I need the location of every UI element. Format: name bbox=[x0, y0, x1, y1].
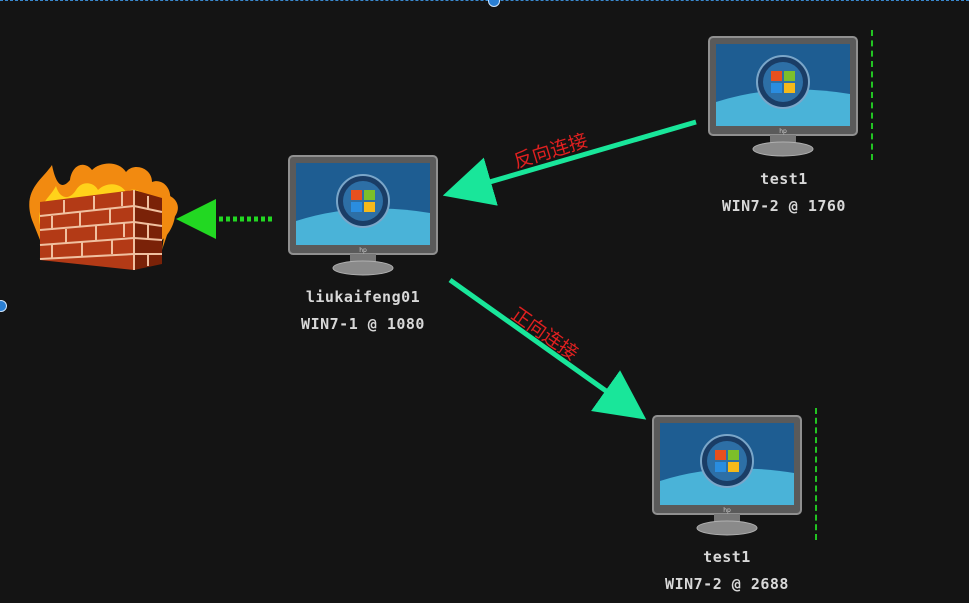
edge-reverse-connection[interactable] bbox=[442, 119, 697, 206]
session-caption-3: test1 WIN7-2 @ 2688 bbox=[617, 548, 837, 593]
session-node-test1-2688[interactable]: hp bbox=[652, 415, 802, 537]
pivot-divider bbox=[871, 30, 873, 160]
svg-text:hp: hp bbox=[723, 507, 731, 514]
svg-text:hp: hp bbox=[779, 128, 787, 135]
session-host: WIN7-2 @ 2688 bbox=[665, 575, 789, 593]
svg-text:hp: hp bbox=[359, 247, 367, 254]
canvas-top-border bbox=[0, 0, 969, 3]
firewall-icon[interactable] bbox=[22, 160, 182, 280]
windows7-monitor-icon: hp bbox=[288, 155, 438, 276]
session-user: test1 bbox=[703, 548, 751, 566]
windows7-monitor-icon: hp bbox=[708, 36, 858, 157]
session-caption-2: test1 WIN7-2 @ 1760 bbox=[674, 170, 894, 215]
session-host: WIN7-2 @ 1760 bbox=[722, 197, 846, 215]
session-host: WIN7-1 @ 1080 bbox=[301, 315, 425, 333]
pivot-divider bbox=[815, 408, 817, 540]
windows7-monitor-icon: hp bbox=[652, 415, 802, 536]
session-user: test1 bbox=[760, 170, 808, 188]
edge-forward-connection[interactable] bbox=[448, 277, 647, 420]
session-node-liukaifeng01[interactable]: hp bbox=[288, 155, 438, 277]
session-caption-1: liukaifeng01 WIN7-1 @ 1080 bbox=[253, 288, 473, 333]
session-node-test1-1760[interactable]: hp bbox=[708, 36, 858, 158]
session-user: liukaifeng01 bbox=[305, 288, 421, 306]
